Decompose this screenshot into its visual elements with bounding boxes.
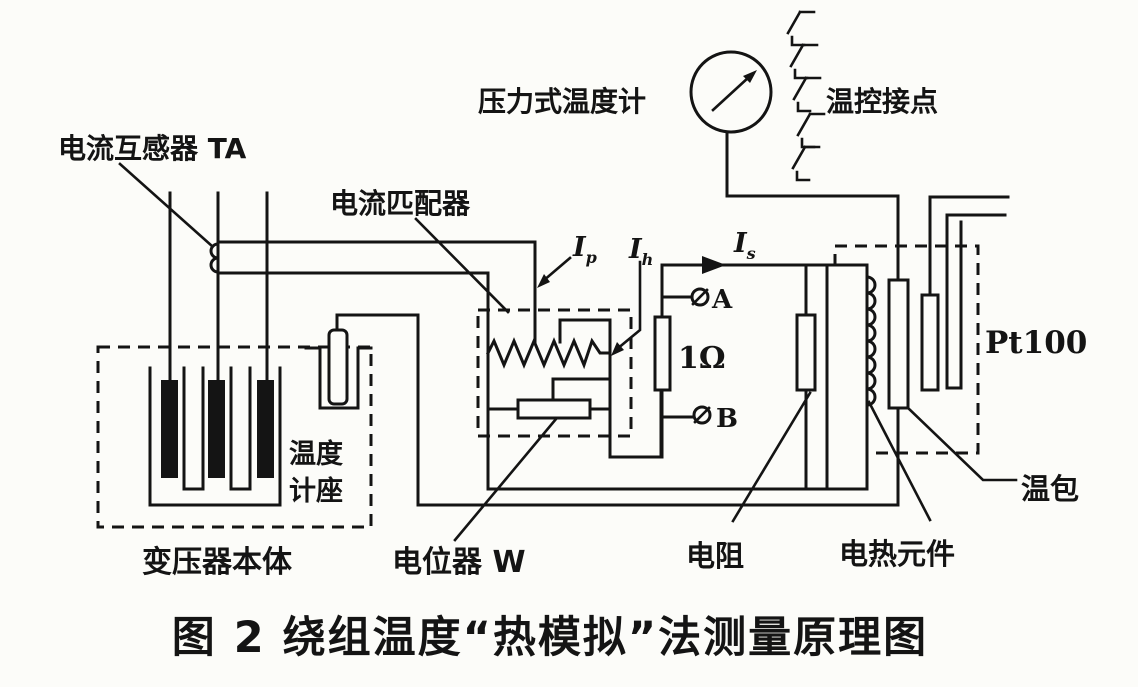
potentiometer-label: 电位器 W (392, 545, 526, 580)
heater-core (825, 263, 869, 491)
ct-secondary-top-wire (216, 240, 537, 344)
terminal-a-label: A (711, 285, 733, 315)
current-is-label: Is (733, 228, 756, 263)
transformer-body-group (96, 191, 373, 529)
winding-comb-inner-1 (182, 366, 205, 491)
temp-bulb-body (887, 278, 910, 410)
rheostat-tap-loop (558, 318, 612, 355)
current-ip-label: Ip (572, 232, 597, 267)
potentiometer-label-leader (453, 417, 558, 542)
heater-assembly-group (725, 131, 1010, 507)
gauge-needle-arrowhead (743, 70, 757, 83)
figure-caption: 图 2 绕组温度“热模拟”法测量原理图 (172, 613, 928, 663)
ct-secondary-bottom-wire (216, 271, 490, 491)
thermometer-seat-label-line1: 温度 (289, 438, 343, 470)
winding-comb-inner-2 (229, 366, 252, 491)
pt100-lead-1 (928, 195, 1010, 297)
contact-symbol-5 (791, 145, 821, 182)
shunt-resistor-body (653, 315, 672, 392)
diagram-labels: 电流互感器 TA 电流匹配器 压力式温度计 温控接点 Pt100 温包 温度 计… (58, 85, 1087, 663)
winding-bar-1 (161, 380, 178, 478)
temp-control-contacts-label: 温控接点 (826, 85, 938, 118)
current-ih-label: Ih (628, 234, 653, 269)
temp-bulb-label: 温包 (1021, 472, 1079, 506)
winding-bar-2 (208, 380, 225, 478)
ih-arrow-line (615, 260, 642, 351)
shunt-resistor-label: 1Ω (678, 341, 726, 376)
seat-bulb (327, 328, 349, 406)
heater-label-leader (867, 400, 932, 522)
thermometer-seat-label-line2: 计座 (289, 475, 343, 507)
terminal-a-slash (691, 288, 709, 306)
ip-arrowhead (537, 274, 550, 288)
heater-pocket-dashed-box (833, 244, 980, 455)
temp-bulb-label-leader (906, 406, 1018, 482)
resistor-label: 电阻 (686, 539, 744, 573)
potentiometer-wiper-wire (551, 377, 612, 403)
thermometer-well (304, 346, 373, 410)
contact-symbol-1 (786, 10, 816, 47)
heater-coil (865, 275, 877, 407)
current-transformer-label: 电流互感器 TA (58, 132, 247, 165)
ih-arrowhead (611, 342, 624, 356)
transformer-body-dashed-box (96, 345, 373, 529)
bus-wires (335, 313, 900, 507)
terminal-b-label: B (716, 404, 738, 434)
seat-link-wire (335, 313, 900, 507)
ip-arrow-line (541, 256, 572, 283)
rheostat-zigzag (485, 337, 612, 370)
terminal-b-slash (693, 406, 711, 424)
current-is-arrowhead (702, 256, 726, 274)
transformer-body-label: 变压器本体 (142, 545, 293, 580)
winding-comb-outer (148, 366, 282, 507)
gauge-group (689, 10, 826, 182)
resistor-body (795, 313, 817, 392)
pt100-sensor-body (920, 293, 940, 392)
temp-control-contacts-symbols (786, 10, 826, 182)
ct-secondary-wiring (216, 240, 537, 491)
contact-symbol-2 (789, 43, 819, 80)
resistor-label-leader (731, 391, 812, 523)
matcher-label-leader (414, 217, 510, 314)
winding-bar-3 (257, 380, 274, 478)
contact-symbol-3 (792, 76, 822, 113)
annotation-leaders (118, 162, 1018, 542)
heating-element-label: 电热元件 (839, 537, 955, 571)
pt100-label: Pt100 (985, 325, 1087, 361)
pressure-thermometer-label: 压力式温度计 (478, 85, 646, 118)
ct-label-leader (118, 162, 214, 248)
gauge-needle (711, 75, 751, 112)
pt100-lead-2 (945, 213, 1007, 390)
capillary-to-gauge (725, 131, 900, 282)
potentiometer-body (516, 398, 592, 420)
current-matcher-label: 电流匹配器 (330, 187, 471, 220)
